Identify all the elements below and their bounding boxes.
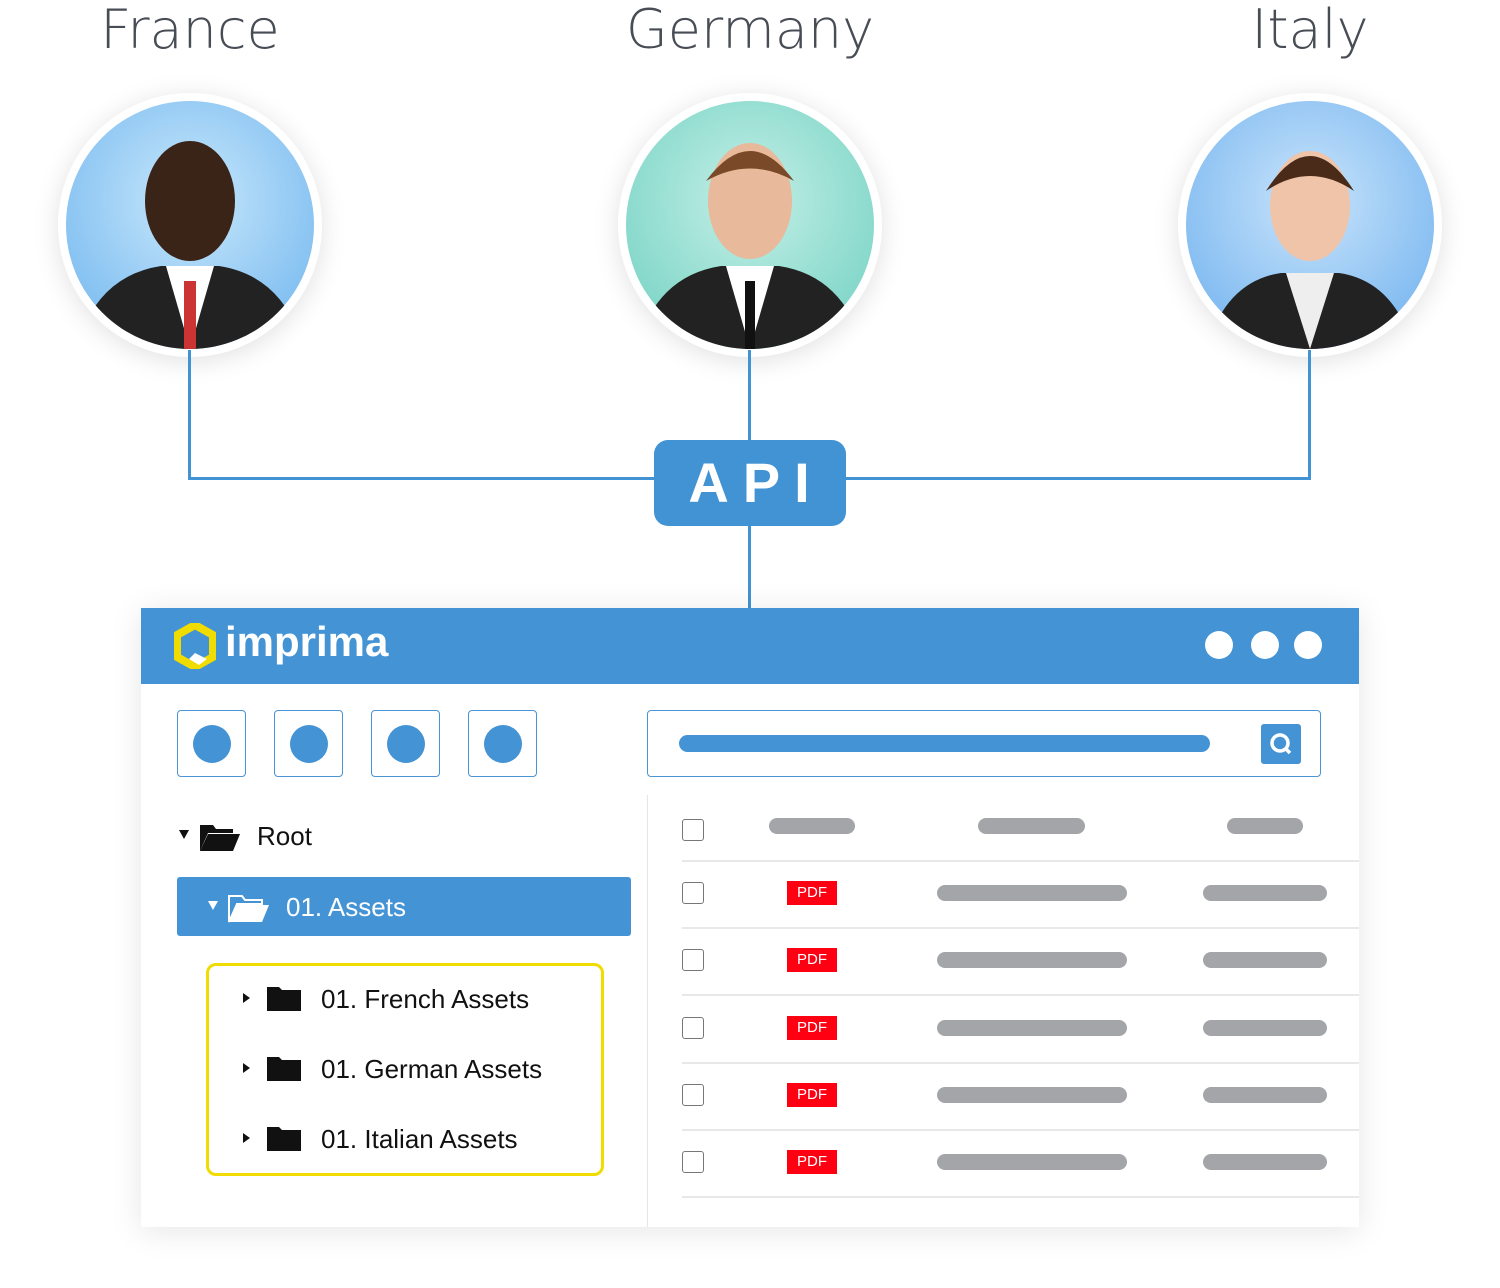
tree-item-label: 01. Italian Assets (321, 1124, 518, 1154)
window-dot[interactable] (1205, 631, 1233, 659)
expand-arrow-icon (179, 830, 189, 839)
collapsed-arrow-icon (243, 1133, 250, 1143)
row-divider (682, 927, 1359, 929)
tree-item-assets-selected[interactable]: 01. Assets (177, 877, 631, 936)
file-meta-placeholder (1203, 1154, 1327, 1170)
column-header[interactable] (769, 818, 855, 834)
file-name-placeholder (937, 885, 1127, 901)
select-all-checkbox[interactable] (682, 819, 704, 841)
country-label-germany: Germany (625, 0, 875, 61)
toolbar-button[interactable] (371, 710, 440, 777)
pdf-badge: PDF (787, 1016, 837, 1040)
folder-icon (267, 987, 301, 1011)
folder-open-icon (200, 825, 240, 851)
file-meta-placeholder (1203, 952, 1327, 968)
folder-icon (267, 1057, 301, 1081)
search-input[interactable] (647, 710, 1321, 777)
avatar-italy (1178, 93, 1442, 357)
row-checkbox[interactable] (682, 949, 704, 971)
api-box: API (654, 440, 846, 526)
file-meta-placeholder (1203, 1087, 1327, 1103)
row-divider (682, 994, 1359, 996)
connector-france (188, 350, 191, 480)
row-divider (682, 1129, 1359, 1131)
file-meta-placeholder (1203, 1020, 1327, 1036)
file-meta-placeholder (1203, 885, 1327, 901)
pane-divider (647, 795, 648, 1227)
connector-germany (748, 350, 751, 442)
connector-italy (1308, 350, 1311, 480)
search-placeholder-bar (679, 735, 1210, 752)
row-divider (682, 1062, 1359, 1064)
window-dot[interactable] (1251, 631, 1279, 659)
tree-item-label: Root (257, 821, 312, 851)
file-name-placeholder (937, 952, 1127, 968)
tree-item-german-assets[interactable]: 01. German Assets (237, 1050, 597, 1088)
row-checkbox[interactable] (682, 1084, 704, 1106)
pdf-badge: PDF (787, 1083, 837, 1107)
tree-item-french-assets[interactable]: 01. French Assets (237, 980, 597, 1018)
app-header: imprima (141, 608, 1359, 684)
connector-app (748, 524, 751, 610)
row-checkbox[interactable] (682, 1151, 704, 1173)
tree-item-italian-assets[interactable]: 01. Italian Assets (237, 1120, 597, 1158)
window-dot[interactable] (1294, 631, 1322, 659)
collapsed-arrow-icon (243, 1063, 250, 1073)
column-header[interactable] (978, 818, 1085, 834)
pdf-badge: PDF (787, 1150, 837, 1174)
row-checkbox[interactable] (682, 882, 704, 904)
tree-item-label: 01. French Assets (321, 984, 530, 1014)
row-checkbox[interactable] (682, 1017, 704, 1039)
expand-arrow-icon (208, 901, 218, 910)
toolbar-button[interactable] (177, 710, 246, 777)
tree-item-label: 01. Assets (286, 892, 406, 922)
country-label-italy: Italy (1251, 0, 1369, 61)
tree-item-label: 01. German Assets (321, 1054, 543, 1084)
highlight-box (206, 963, 604, 1176)
file-name-placeholder (937, 1154, 1127, 1170)
country-label-france: France (100, 0, 280, 61)
pdf-badge: PDF (787, 881, 837, 905)
logo-text: imprima (225, 618, 389, 665)
search-button[interactable] (1261, 724, 1301, 764)
pdf-badge: PDF (787, 948, 837, 972)
column-header[interactable] (1227, 818, 1303, 834)
avatar-france (58, 93, 322, 357)
row-divider (682, 860, 1359, 862)
folder-open-icon (228, 895, 269, 923)
toolbar-button[interactable] (468, 710, 537, 777)
file-name-placeholder (937, 1087, 1127, 1103)
imprima-logo-icon (174, 623, 216, 669)
avatar-germany (618, 93, 882, 357)
collapsed-arrow-icon (243, 993, 250, 1003)
file-name-placeholder (937, 1020, 1127, 1036)
connector-italy-h (844, 477, 1311, 480)
folder-icon (267, 1127, 301, 1151)
connector-france-h (188, 477, 656, 480)
tree-item-root[interactable]: Root (177, 818, 617, 858)
row-divider (682, 1196, 1359, 1198)
search-icon (1270, 733, 1292, 755)
app-window: imprima Root 01. Assets 01. French Asset… (141, 608, 1359, 1227)
toolbar-button[interactable] (274, 710, 343, 777)
